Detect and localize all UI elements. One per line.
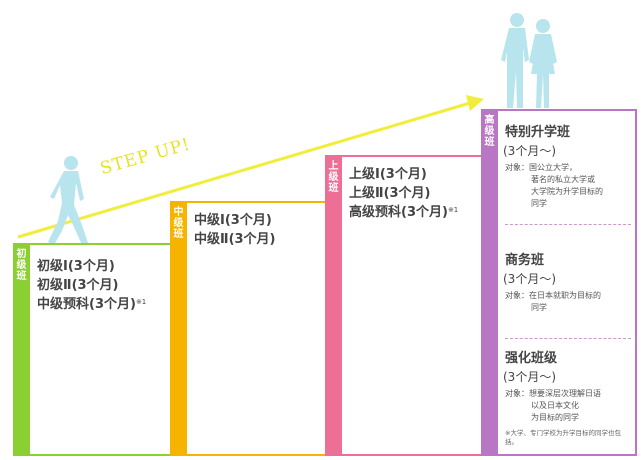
footnote-mark: ※1 xyxy=(135,298,147,306)
upper-level-tag: 上级班 xyxy=(325,155,342,456)
course-item: 高级预科(3个月)※1 xyxy=(349,205,459,220)
upper-tag-text: 上级班 xyxy=(328,161,339,194)
business-class-duration: (3个月～) xyxy=(503,272,556,286)
course-item: 中级Ⅰ(3个月) xyxy=(194,213,272,228)
intermediate-tag-text: 中级班 xyxy=(173,207,184,240)
upper-courses: 上级Ⅰ(3个月) 上级Ⅱ(3个月) 高级预科(3个月)※1 xyxy=(349,165,458,222)
footnote-mark: ※1 xyxy=(447,206,459,214)
course-item: 中级预科(3个月)※1 xyxy=(37,297,147,312)
beginner-level-tag: 初级班 xyxy=(13,243,30,456)
walking-person-icon xyxy=(48,156,88,245)
advanced-tag-text: 高级班 xyxy=(484,115,495,148)
special-admission-target: 对象：国公立大学， 著名的私立大学或 大学院为升学目标的 同学 xyxy=(505,163,603,208)
upper-level-box xyxy=(325,155,482,456)
course-item: 上级Ⅱ(3个月) xyxy=(349,186,431,201)
footnote: ※大学、专门学校为升学目标的同学也包括。 xyxy=(505,429,621,446)
group-divider xyxy=(505,338,631,339)
beginner-level-box xyxy=(13,243,171,456)
course-item: 初级Ⅱ(3个月) xyxy=(37,278,119,293)
group-divider xyxy=(505,224,631,225)
special-admission-duration: (3个月～) xyxy=(503,144,556,158)
intensive-class-duration: (3个月～) xyxy=(503,370,556,384)
course-item: 中级Ⅱ(3个月) xyxy=(194,232,276,247)
intermediate-courses: 中级Ⅰ(3个月) 中级Ⅱ(3个月) xyxy=(194,211,276,249)
beginner-courses: 初级Ⅰ(3个月) 初级Ⅱ(3个月) 中级预科(3个月)※1 xyxy=(37,257,146,314)
course-item: 初级Ⅰ(3个月) xyxy=(37,259,115,274)
advanced-level-box xyxy=(481,109,637,456)
course-item: 上级Ⅰ(3个月) xyxy=(349,167,427,182)
intermediate-level-tag: 中级班 xyxy=(170,201,187,456)
intensive-class-title: 强化班级 xyxy=(505,351,558,366)
business-class-title: 商务班 xyxy=(505,253,545,268)
beginner-tag-text: 初级班 xyxy=(16,249,27,282)
intensive-class-target: 对象：想要深层次理解日语 以及日本文化 为目标的同学 xyxy=(505,389,601,422)
special-admission-title: 特别升学班 xyxy=(505,125,571,140)
students-couple-icon xyxy=(501,13,557,108)
business-class-target: 对象：在日本就职为目标的 同学 xyxy=(505,291,601,312)
advanced-level-tag: 高级班 xyxy=(481,109,498,456)
